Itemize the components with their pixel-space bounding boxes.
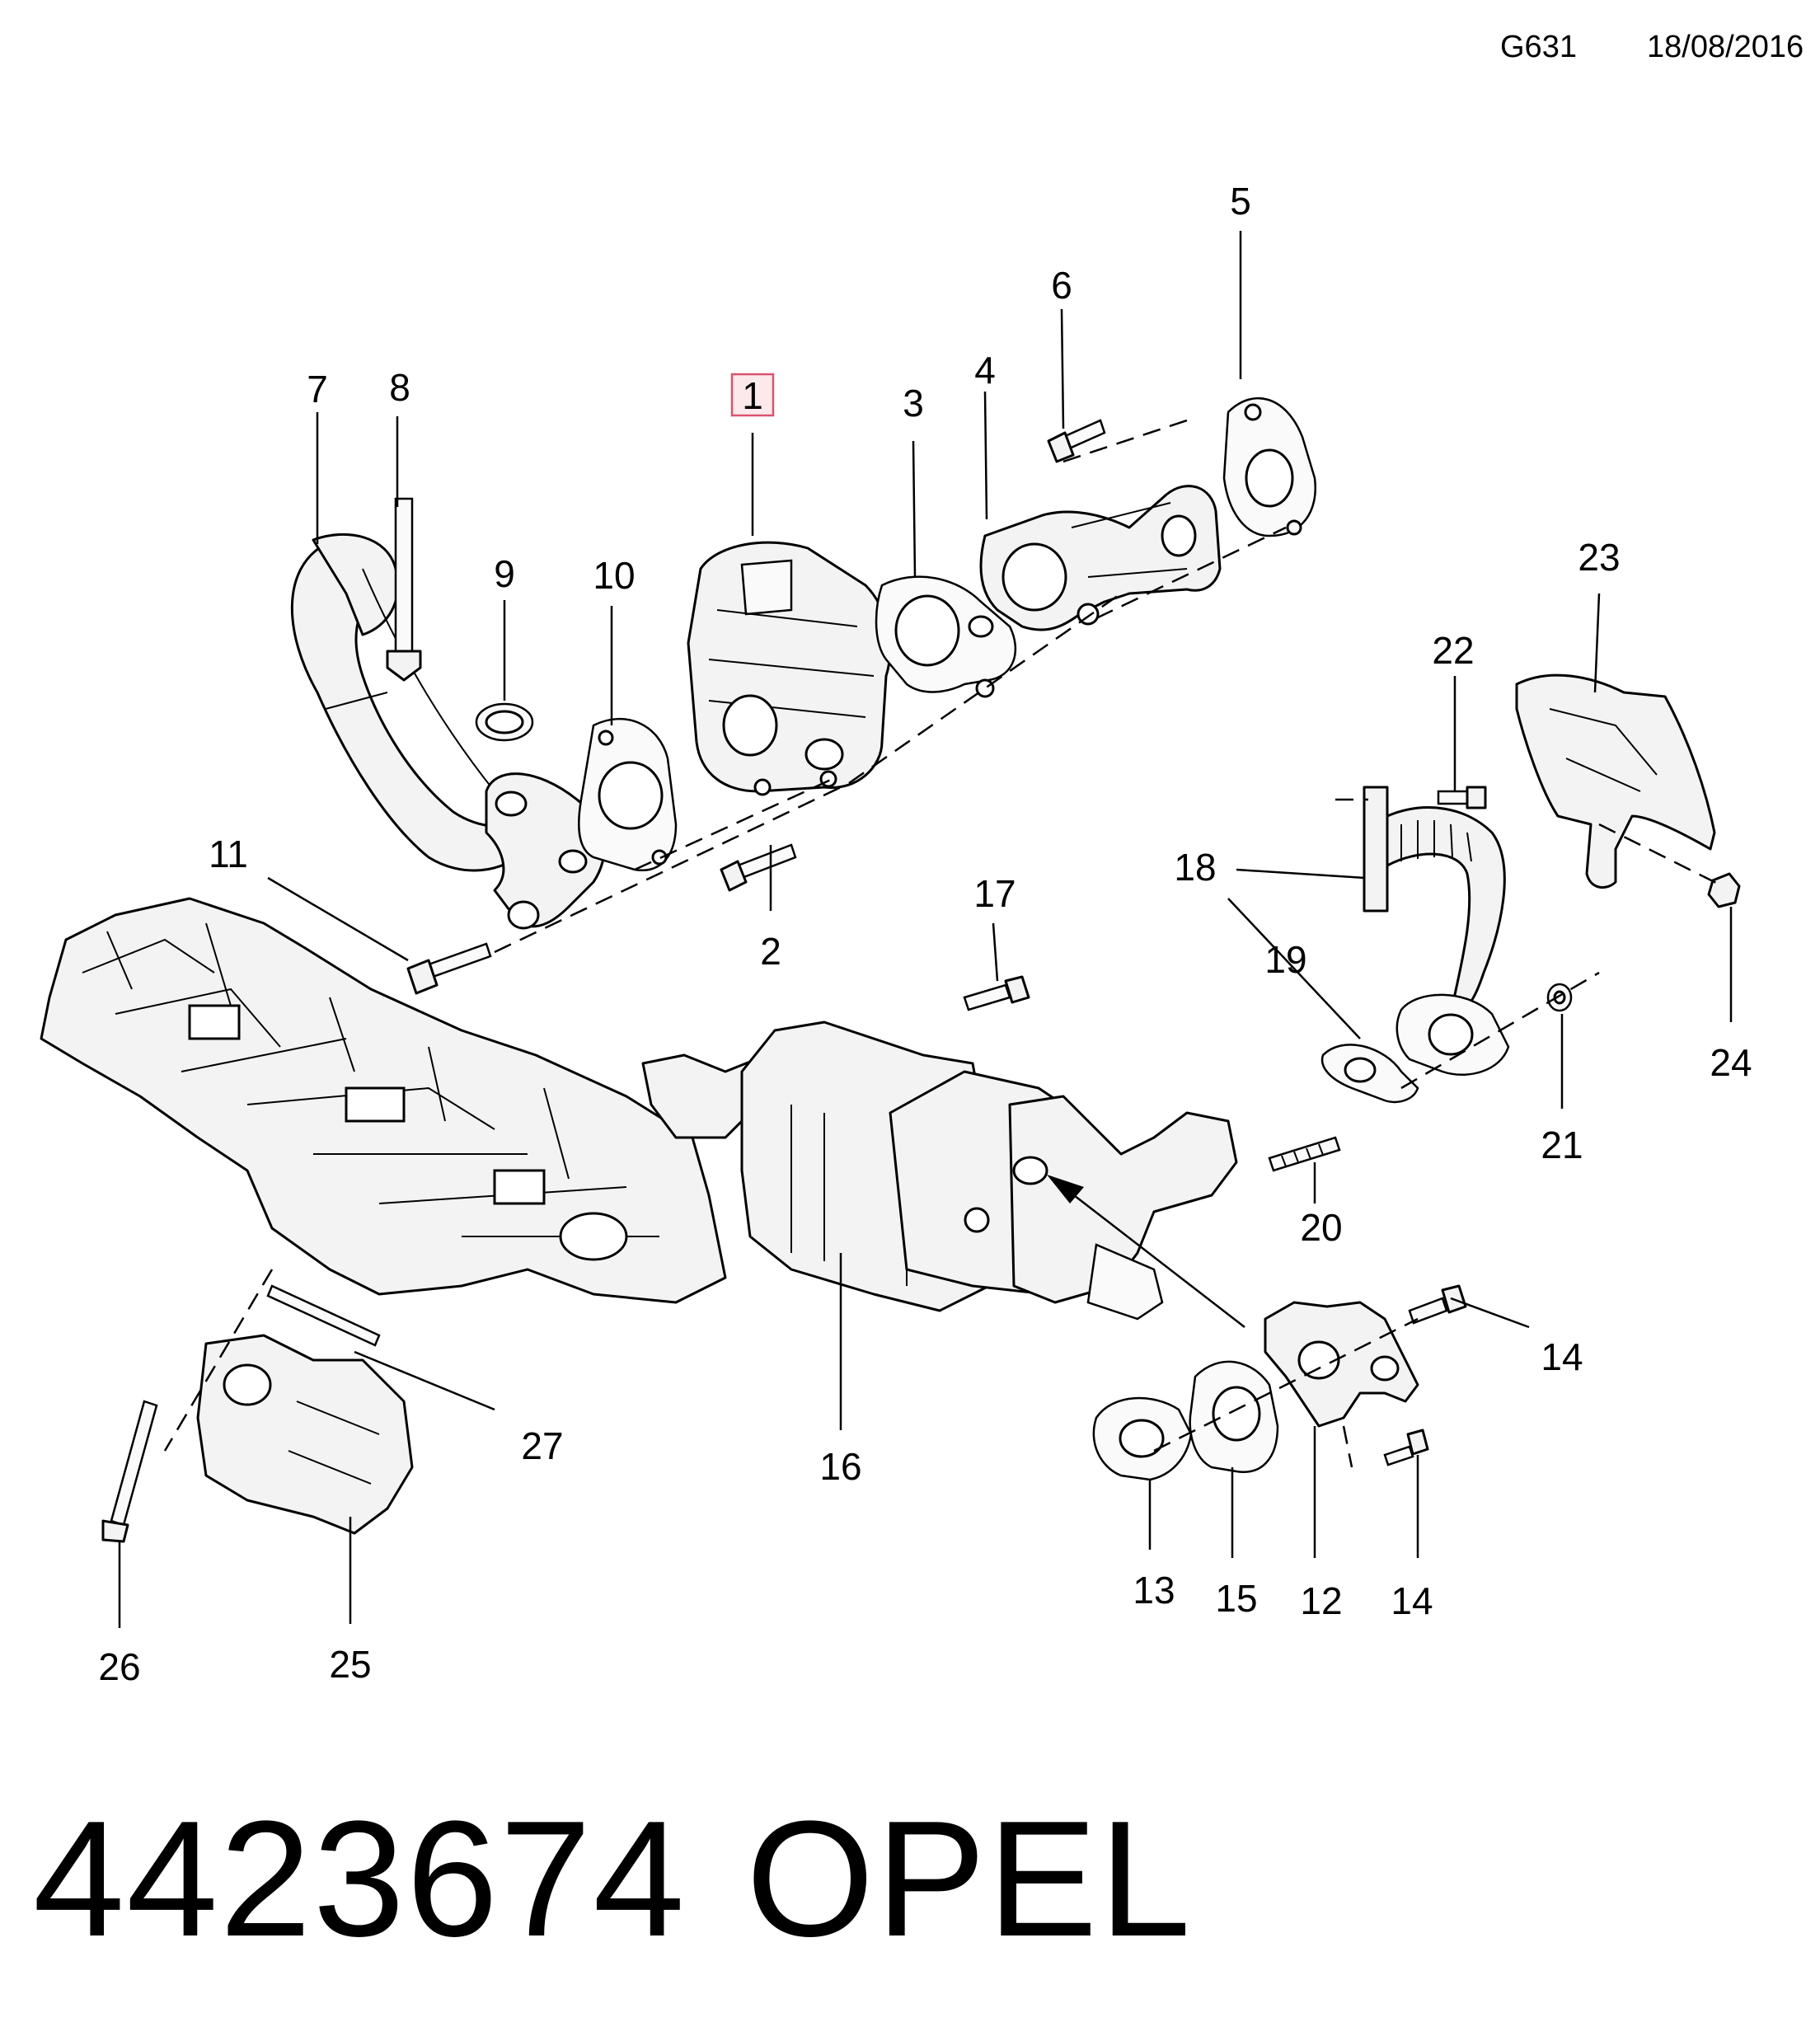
heat-shield-part (1515, 673, 1716, 889)
valve-housing-12-part (1264, 1301, 1419, 1428)
callout-4: 4 (974, 349, 996, 392)
callout-9: 9 (494, 552, 515, 595)
egr-cooler-part (641, 1021, 1238, 1321)
callout-1: 1 (742, 374, 763, 417)
callout-24: 24 (1710, 1041, 1752, 1084)
callout-26: 26 (98, 1645, 140, 1688)
callout-13: 13 (1133, 1569, 1175, 1612)
gasket-19-part (1320, 1044, 1419, 1104)
egr-pipe-part (290, 497, 606, 930)
callout-17: 17 (973, 872, 1016, 915)
leader-lines (118, 231, 1733, 1628)
callout-2: 2 (760, 930, 781, 973)
callout-20: 20 (1300, 1206, 1342, 1249)
callout-25: 25 (329, 1643, 371, 1686)
callout-15: 15 (1215, 1577, 1257, 1620)
callout-5: 5 (1230, 180, 1251, 223)
o-ring-part (475, 702, 534, 742)
callout-19: 19 (1264, 938, 1306, 981)
bolt-17-part (963, 975, 1030, 1011)
gasket-15-part (1189, 1360, 1279, 1474)
engine-block-part (40, 897, 727, 1304)
callout-23: 23 (1578, 536, 1620, 579)
callout-labels: 1 2 3 4 5 6 7 8 9 10 11 12 13 14 14 15 1… (98, 180, 1752, 1688)
bolt-26-part (101, 1400, 158, 1543)
bolt-14-upper-part (1408, 1284, 1467, 1325)
assembly-arrow (1047, 1175, 1245, 1328)
actuator-25-part (196, 1334, 414, 1535)
flanged-pipe-part (1363, 786, 1510, 1076)
callout-3: 3 (903, 382, 924, 425)
callout-22: 22 (1432, 629, 1474, 672)
callout-7: 7 (307, 368, 328, 411)
gasket-5-part (1222, 397, 1316, 537)
callout-14-lower: 14 (1391, 1579, 1433, 1622)
bolt-6-part (1047, 419, 1106, 463)
diagram-date: 18/08/2016 (1647, 30, 1804, 64)
gasket-13-part (1092, 1396, 1193, 1481)
callout-8: 8 (389, 366, 410, 409)
brand-name: OPEL (746, 1787, 1193, 1971)
highlight-box (730, 373, 775, 417)
callout-21: 21 (1541, 1124, 1583, 1166)
callout-27: 27 (521, 1424, 563, 1467)
callout-12: 12 (1300, 1579, 1342, 1622)
stud-20-part (1268, 1136, 1341, 1172)
diagram-code: G631 (1500, 30, 1577, 64)
part-number: 4423674 (33, 1787, 687, 1971)
exploded-parts-diagram: 1 2 3 4 5 6 7 8 9 10 11 12 13 14 14 15 1… (40, 180, 1752, 1688)
bolt-2-part (720, 843, 797, 892)
egr-adapter-part (979, 485, 1222, 631)
callout-10: 10 (593, 554, 635, 597)
bolt-22-part (1437, 786, 1487, 809)
assembly-axes (163, 419, 1724, 1468)
bolt-14-lower-part (1383, 1429, 1429, 1466)
bolt-11-part (406, 942, 492, 995)
gasket-27-part (266, 1284, 381, 1347)
washer-21-part (1546, 983, 1573, 1012)
callout-16: 16 (819, 1445, 861, 1488)
egr-valve-part (687, 541, 892, 796)
gasket-10-part (578, 717, 678, 872)
nut-24-part (1707, 872, 1741, 908)
callout-18: 18 (1174, 846, 1216, 889)
callout-14-upper: 14 (1541, 1335, 1583, 1378)
callout-6: 6 (1051, 264, 1072, 307)
callout-11: 11 (209, 833, 248, 875)
